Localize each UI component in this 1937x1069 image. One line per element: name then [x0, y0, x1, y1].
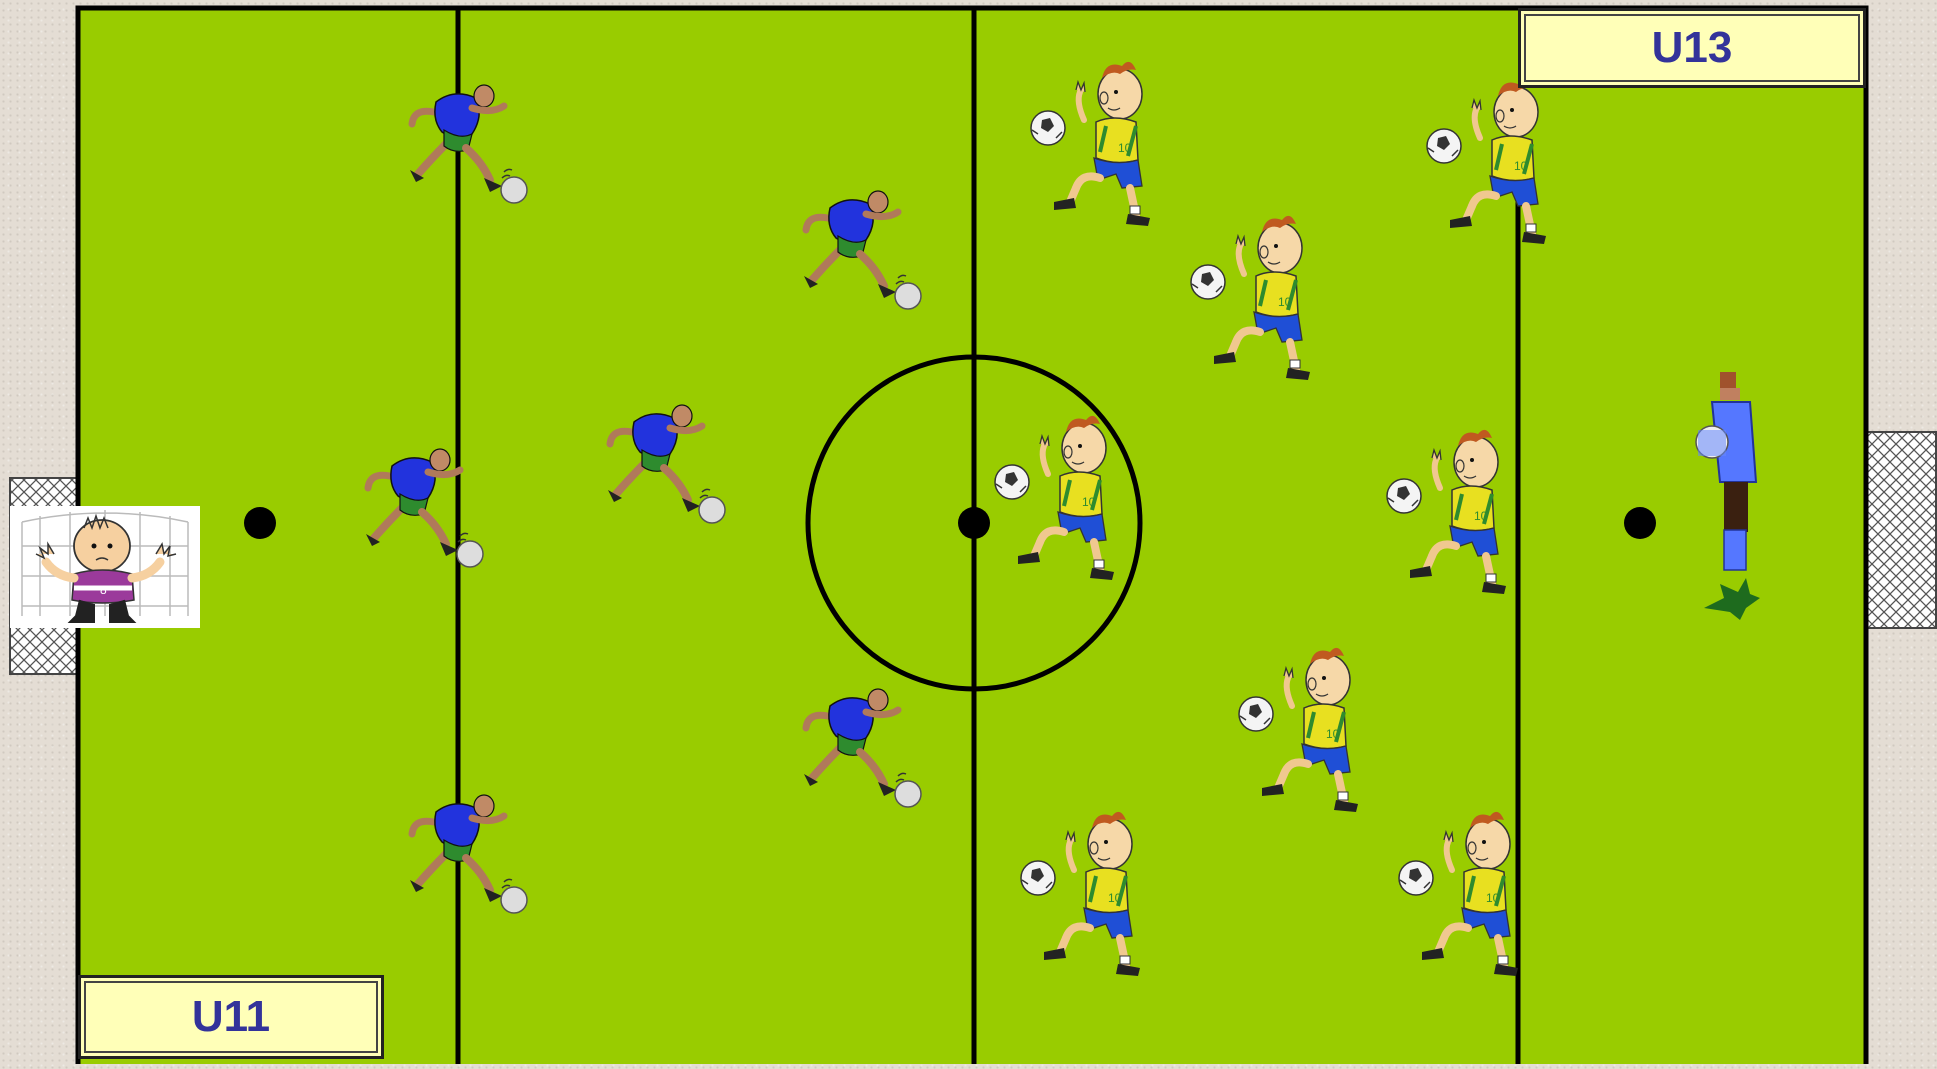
cartoon-goalkeeper-icon: 8 [10, 506, 200, 628]
left-penalty-spot [244, 507, 276, 539]
team-label-u11: U11 [78, 975, 384, 1059]
center-spot [958, 507, 990, 539]
right-penalty-spot [1624, 507, 1656, 539]
right-goal-net-icon [1866, 432, 1936, 628]
team-label-u13: U13 [1518, 8, 1866, 88]
svg-text:8: 8 [100, 583, 107, 597]
